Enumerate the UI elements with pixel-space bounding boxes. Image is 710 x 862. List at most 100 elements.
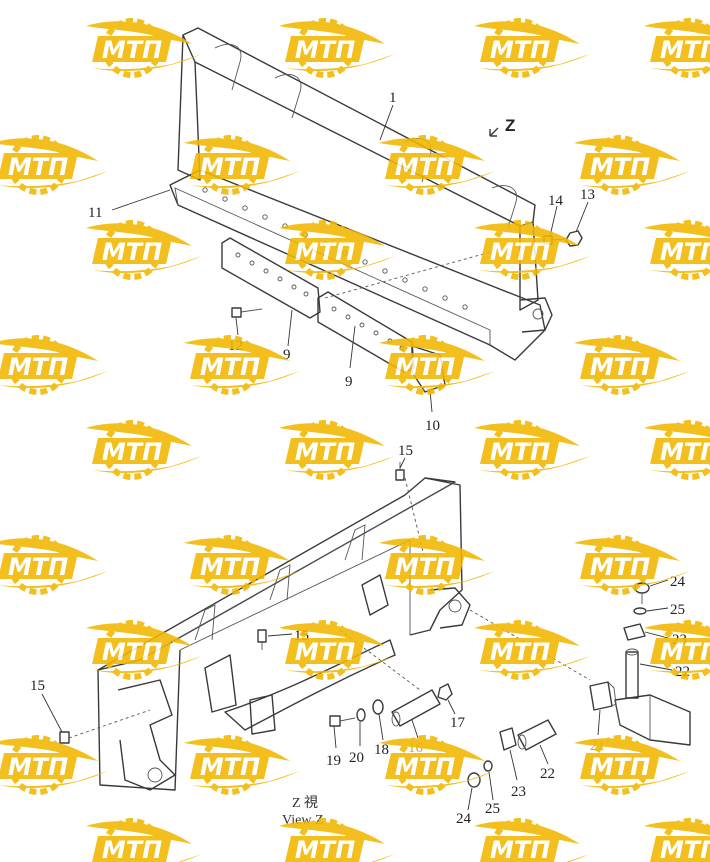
watermark-logo: МТП <box>86 420 202 480</box>
watermark-logo: МТП <box>86 818 202 862</box>
label-15-top: 15 <box>398 443 413 459</box>
washer-25-upper-icon <box>633 607 647 615</box>
bolt-path-line <box>324 247 506 299</box>
watermark-text: МТП <box>590 353 650 381</box>
watermark-text: МТП <box>490 238 550 266</box>
watermark-logo: МТП <box>379 535 495 595</box>
leader-11 <box>111 189 171 211</box>
cross-bar <box>224 639 396 731</box>
leader-15b <box>267 633 293 637</box>
watermark-logo: МТП <box>474 220 590 280</box>
watermark-logo: МТП <box>86 18 202 78</box>
grease-fitting-middle-icon <box>257 629 267 650</box>
leader-22b <box>539 744 549 765</box>
blade-rib-4 <box>491 185 518 229</box>
watermark-logo: МТП <box>644 420 710 480</box>
watermark-text: МТП <box>295 638 355 666</box>
leader-25b <box>488 771 494 801</box>
watermark-logo: МТП <box>0 535 108 595</box>
watermark-logo: МТП <box>644 818 710 862</box>
frame-right-face <box>409 477 463 636</box>
stiffener-2 <box>269 564 291 601</box>
label-22-lower: 22 <box>540 766 555 782</box>
frame-slot-right <box>361 574 389 616</box>
leader-18 <box>378 713 384 741</box>
watermark-text: МТП <box>660 638 710 666</box>
watermark-text: МТП <box>490 438 550 466</box>
watermark-logo: МТП <box>86 220 202 280</box>
watermark-logo: МТП <box>474 420 590 480</box>
stiffener-3 <box>344 524 366 561</box>
mount-bracket-edge <box>614 695 651 740</box>
watermark-logo: МТП <box>279 818 395 862</box>
blade-rib-2 <box>274 74 302 119</box>
watermark-text: МТП <box>660 36 710 64</box>
leader-12 <box>235 317 239 336</box>
watermark-logo: МТП <box>184 335 300 395</box>
leader-24b <box>467 787 473 811</box>
leader-15a <box>399 457 406 469</box>
label-17: 17 <box>450 715 466 731</box>
watermark-text: МТП <box>102 638 162 666</box>
watermark-logo: МТП <box>184 535 300 595</box>
end-bracket <box>519 297 553 333</box>
watermark-text: МТП <box>200 353 260 381</box>
watermark-logo: МТП <box>0 335 108 395</box>
watermark-text: МТП <box>8 353 68 381</box>
pin-22-upper-icon <box>625 648 639 699</box>
spacer-18-icon <box>372 699 384 715</box>
z-direction-label: Z <box>505 116 515 135</box>
leader-1 <box>379 104 394 141</box>
watermark-logo: МТП <box>184 735 300 795</box>
leader-17 <box>447 699 456 715</box>
watermark-text: МТП <box>590 753 650 781</box>
leader-23a <box>644 631 669 639</box>
watermark-logo: МТП <box>644 620 710 680</box>
watermark-logo: МТП <box>379 135 495 195</box>
watermark-text: МТП <box>102 36 162 64</box>
label-9-left: 9 <box>283 347 291 363</box>
leader-13 <box>575 201 589 233</box>
watermark-text: МТП <box>660 836 710 862</box>
label-9-right: 9 <box>345 374 353 390</box>
fitting-line-2 <box>404 477 426 561</box>
blade-frame-assembly <box>111 27 589 413</box>
grease-fitting-left-icon <box>59 731 70 744</box>
bolt-12-icon <box>231 307 263 318</box>
watermark-logo: МТП <box>574 135 690 195</box>
watermark-logo: МТП <box>0 735 108 795</box>
bolt-19-icon <box>329 715 356 727</box>
leader-19 <box>333 725 337 749</box>
watermark-logo: МТП <box>86 620 202 680</box>
right-clevis-pin <box>448 599 462 613</box>
leader-21 <box>597 709 601 736</box>
watermark-logo: МТП <box>474 18 590 78</box>
watermark-logo: МТП <box>574 335 690 395</box>
stiffener-1 <box>194 604 216 641</box>
watermark-logo: МТП <box>279 420 395 480</box>
watermark-text: МТП <box>395 353 455 381</box>
leader-9b <box>349 325 356 369</box>
label-1: 1 <box>389 90 397 106</box>
leader-22a <box>639 663 673 671</box>
leader-25a <box>646 607 669 612</box>
watermark-text: МТП <box>8 553 68 581</box>
blade-rib-1 <box>214 43 242 91</box>
watermark-text: МТП <box>8 753 68 781</box>
view-caption-native: Z 視 <box>292 795 318 811</box>
label-20: 20 <box>349 750 364 766</box>
label-11: 11 <box>88 205 102 221</box>
watermark-logo: МТП <box>574 535 690 595</box>
watermark-text: МТП <box>490 36 550 64</box>
pin-16-icon <box>391 689 441 727</box>
fitting-line-1 <box>68 709 151 739</box>
watermark-logo: МТП <box>279 620 395 680</box>
bottom-beam <box>169 169 546 361</box>
watermark-logo: МТП <box>574 735 690 795</box>
watermark-text: МТП <box>395 753 455 781</box>
watermark-text: МТП <box>490 836 550 862</box>
label-25-upper: 25 <box>670 602 685 618</box>
label-23-lower: 23 <box>511 784 526 800</box>
watermark-text: МТП <box>395 153 455 181</box>
